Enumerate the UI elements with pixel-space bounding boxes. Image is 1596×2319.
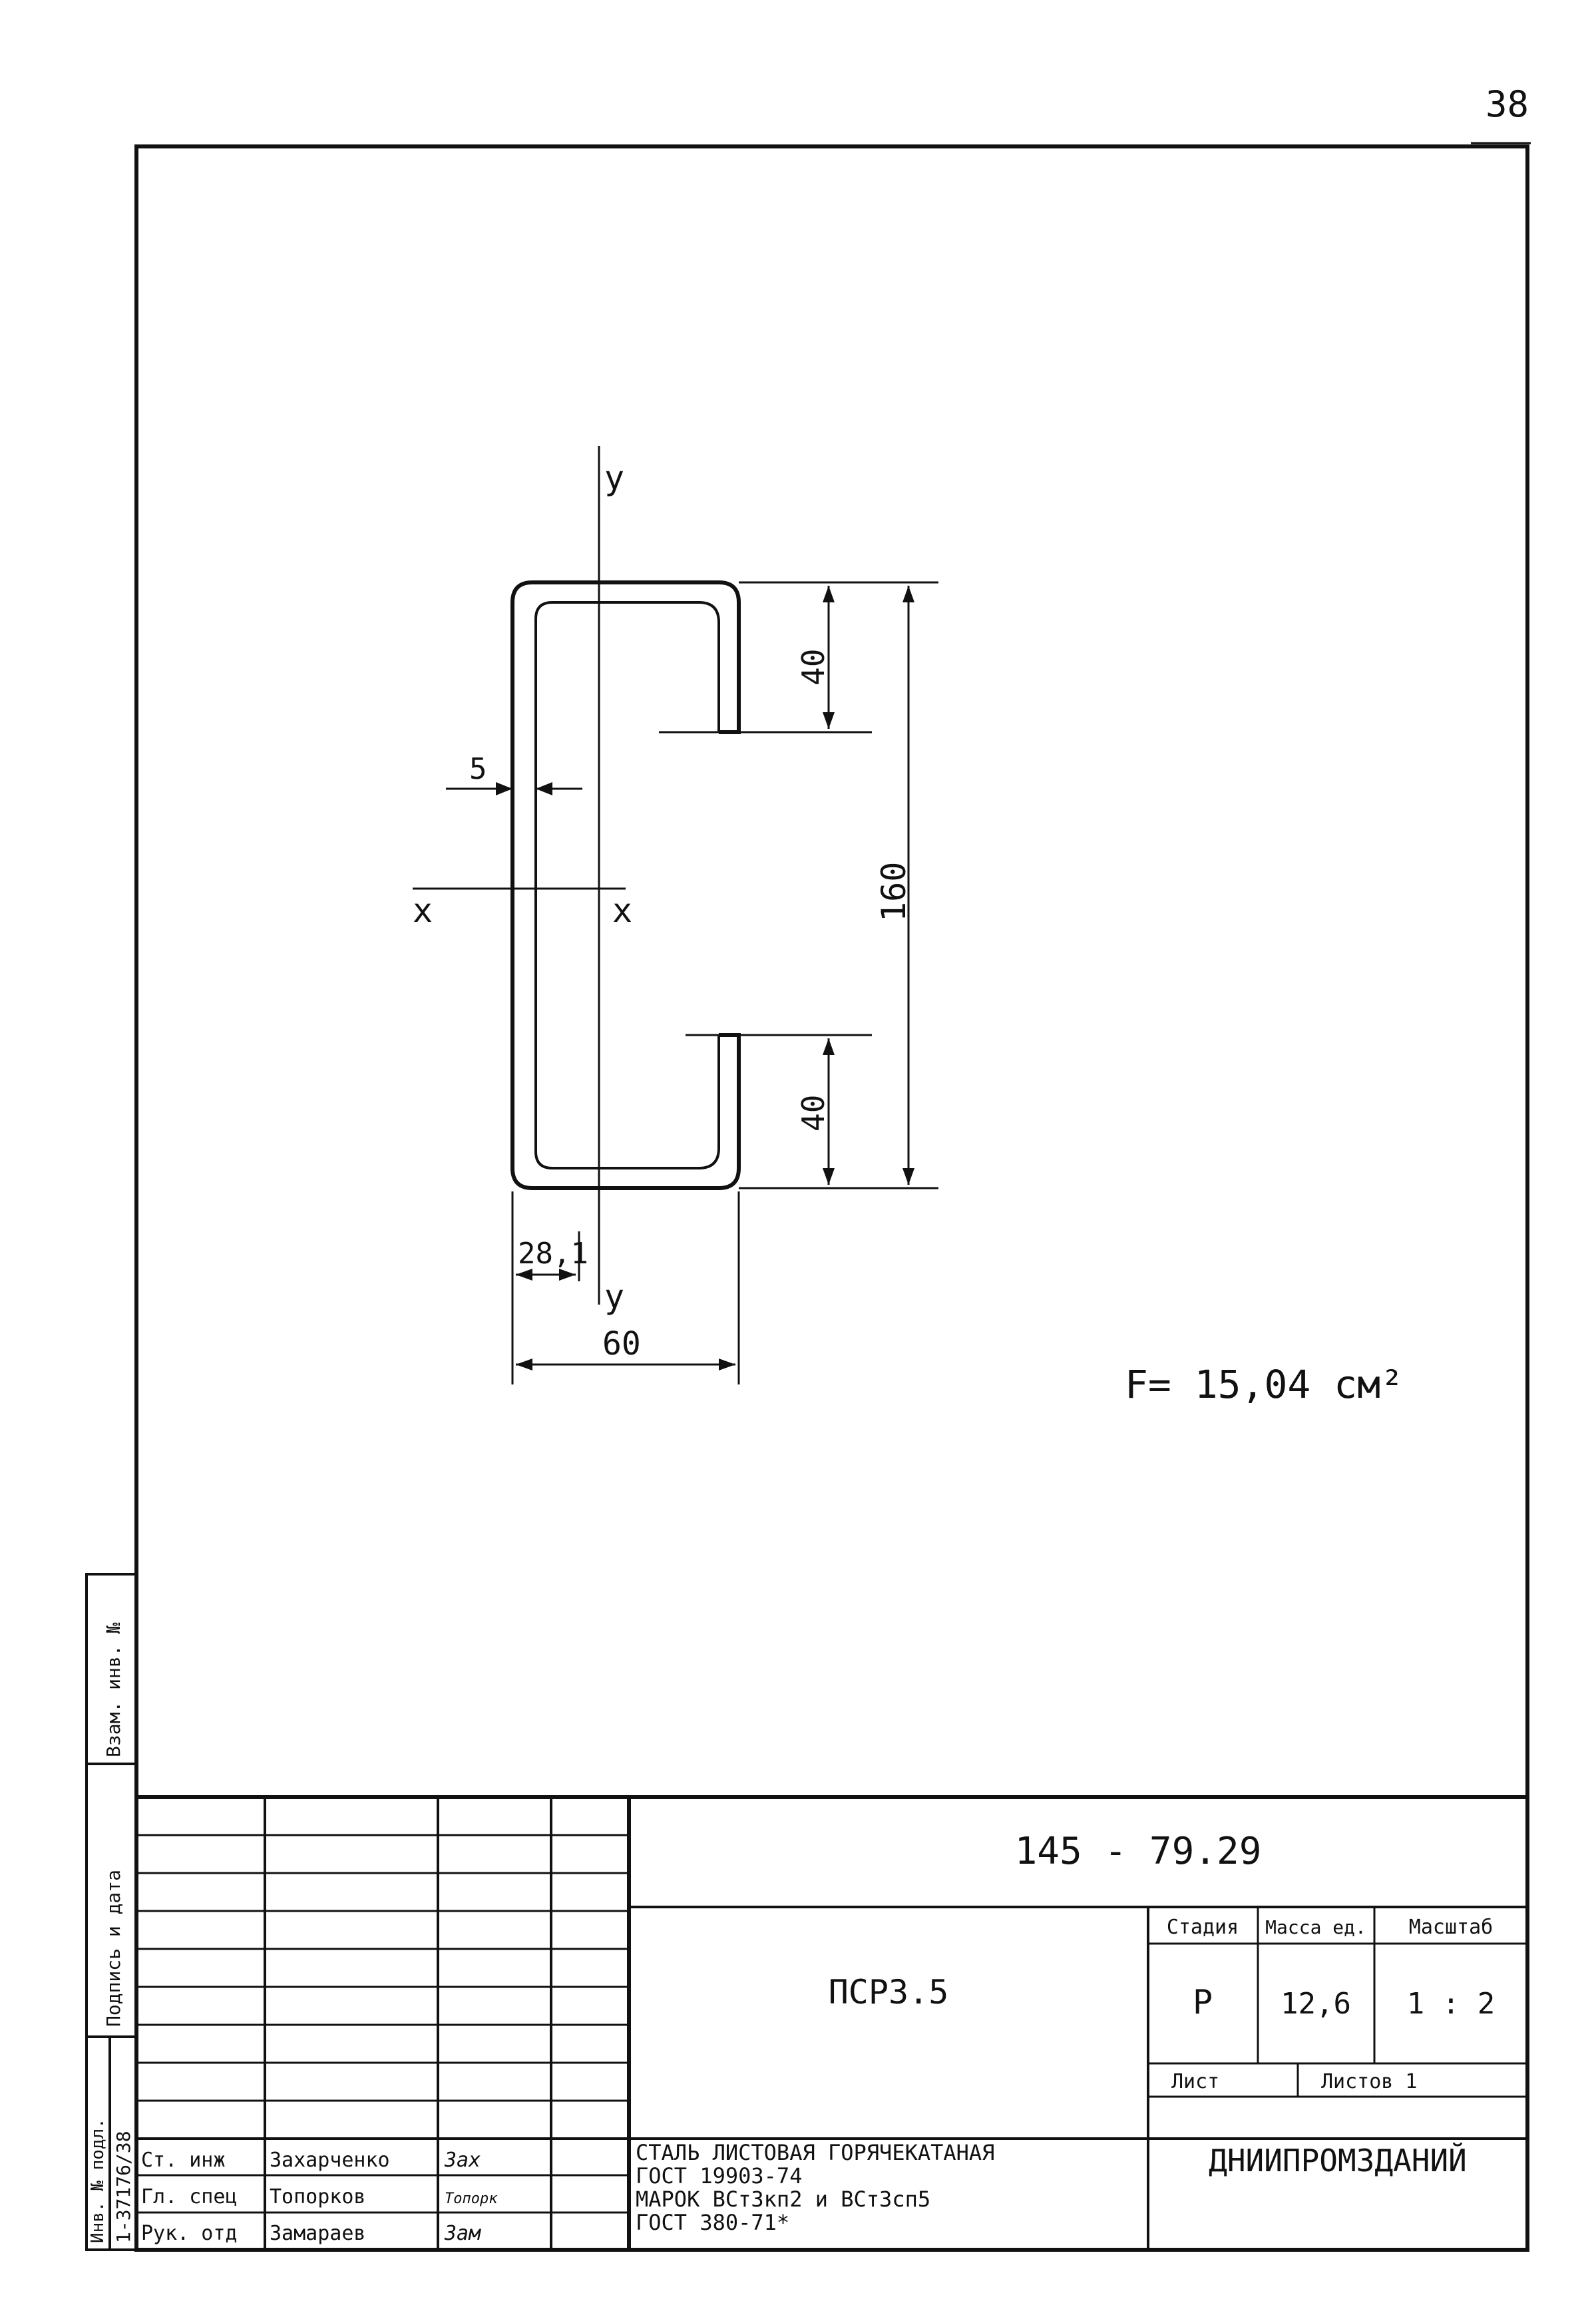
scale-value: 1 : 2 bbox=[1407, 1987, 1495, 2021]
sheet-label: Лист bbox=[1171, 2070, 1219, 2093]
channel-profile bbox=[510, 580, 741, 1190]
mass-header: Масса ед. bbox=[1265, 1916, 1366, 1938]
signer-signature-3: Зам bbox=[444, 2222, 481, 2245]
sheets-label: Листов 1 bbox=[1321, 2070, 1418, 2093]
page-number: 38 bbox=[1486, 83, 1529, 125]
drawing-frame bbox=[134, 144, 1529, 2252]
dimension-centroid: 28,1 bbox=[511, 1191, 588, 1384]
product-name: ПСР3.5 bbox=[829, 1973, 949, 2011]
dim-lip-top-label: 40 bbox=[795, 649, 831, 686]
dim-width-label: 60 bbox=[602, 1325, 641, 1363]
axis-x-right-label: x bbox=[612, 891, 632, 930]
side-stamp: Взам. инв. № Подпись и дата Инв. № подл.… bbox=[85, 1573, 138, 2251]
signer-signature-1: Зах bbox=[444, 2149, 481, 2172]
scale-header: Масштаб bbox=[1409, 1916, 1493, 1939]
material-line-1: СТАЛЬ ЛИСТОВАЯ ГОРЯЧЕКАТАНАЯ bbox=[636, 2140, 994, 2165]
material-line-3: МАРОК ВСт3кп2 и ВСт3сп5 bbox=[636, 2187, 930, 2212]
side-stamp-sign-date: Подпись и дата bbox=[102, 1870, 124, 2027]
side-stamp-inv-replace: Взам. инв. № bbox=[102, 1623, 124, 1757]
dim-centroid-label: 28,1 bbox=[518, 1237, 588, 1271]
document-code: 145 - 79.29 bbox=[1015, 1830, 1262, 1873]
signer-role-1: Ст. инж bbox=[141, 2149, 225, 2172]
dimension-width: 60 bbox=[516, 1191, 740, 1384]
organization-name: ДНИИПРОМЗДАНИЙ bbox=[1209, 2143, 1467, 2179]
material-line-2: ГОСТ 19903-74 bbox=[636, 2163, 802, 2189]
dim-height-label: 160 bbox=[875, 862, 913, 922]
signer-name-2: Топорков bbox=[270, 2185, 366, 2209]
material-line-4: ГОСТ 380-71* bbox=[636, 2210, 789, 2235]
side-stamp-inv-number: 1-37176/38 bbox=[112, 2131, 134, 2243]
dim-lip-bottom-label: 40 bbox=[795, 1095, 831, 1132]
signer-name-3: Замараев bbox=[270, 2222, 366, 2245]
signer-role-3: Рук. отд bbox=[141, 2222, 238, 2245]
section-area-label: F= 15,04 см² bbox=[1125, 1362, 1404, 1407]
stage-value: Р bbox=[1193, 1983, 1213, 2021]
dimension-thickness: 5 bbox=[446, 752, 582, 795]
signer-role-2: Гл. спец bbox=[141, 2185, 238, 2209]
profile-inner-contour bbox=[534, 601, 720, 1169]
dimension-lip-bottom: 40 bbox=[686, 1034, 938, 1189]
section-axes: y y x x bbox=[413, 446, 632, 1316]
dimension-lip-top: 40 bbox=[659, 581, 938, 734]
stage-header: Стадия bbox=[1167, 1916, 1239, 1939]
axis-y-top-label: y bbox=[604, 459, 624, 497]
mass-value: 12,6 bbox=[1281, 1987, 1351, 2021]
axis-y-bottom-label: y bbox=[604, 1277, 624, 1316]
signer-name-1: Захарченко bbox=[270, 2149, 390, 2172]
profile-outer-contour bbox=[510, 580, 741, 1190]
signer-signature-2: Топорк bbox=[445, 2191, 498, 2207]
title-block: 145 - 79.29 ПСР3.5 Стадия Масса ед. Масш… bbox=[136, 1795, 1527, 2250]
side-stamp-inv-orig: Инв. № подл. bbox=[88, 2118, 108, 2243]
dimension-height: 160 bbox=[875, 586, 914, 1185]
dim-thickness-label: 5 bbox=[469, 752, 487, 786]
axis-x-left-label: x bbox=[413, 891, 433, 930]
